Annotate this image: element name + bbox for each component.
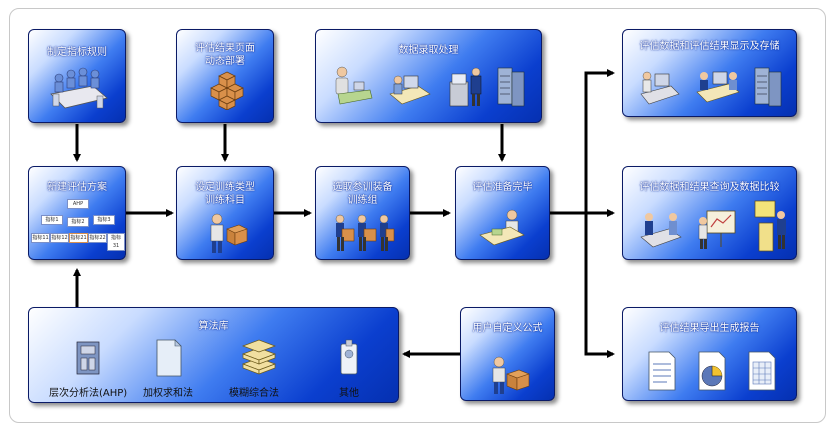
person-with-package-icon <box>492 356 530 394</box>
server-rack-icon <box>497 67 525 107</box>
arrow-to-report <box>584 213 615 358</box>
box-rules: 制定指标规则 <box>28 29 126 123</box>
person-with-box-icon <box>210 213 248 253</box>
podium-speaker-icon <box>754 200 786 252</box>
box-new-plan: 新建评估方案 AHP 指标1 指标2 指标3 指标11 指标12 指标21 指标… <box>28 166 126 260</box>
box-train-type-label: 设定训练类型 训练科目 <box>195 182 255 206</box>
tree-root: AHP <box>67 199 89 209</box>
box-ready: 评估准备完毕 <box>455 166 550 260</box>
box-algo-lib-label: 算法库 <box>198 321 229 332</box>
algo-label-weighted: 加权求和法 <box>143 388 193 399</box>
document-icon <box>156 339 182 377</box>
box-query-compare-label: 评估数据和结果查询及数据比较 <box>639 182 780 193</box>
algo-label-ahp: 层次分析法(AHP) <box>49 388 128 399</box>
box-select-group: 选取参训装备 训练组 <box>315 166 410 260</box>
ahp-machine-icon <box>76 341 100 375</box>
workstation-person-icon <box>335 66 373 105</box>
box-new-plan-label: 新建评估方案 <box>47 182 107 193</box>
meeting-icon <box>50 67 108 109</box>
team-workstation-icon <box>696 71 740 103</box>
box-display-store: 评估数据和评估结果显示及存储 <box>622 29 797 117</box>
box-train-type: 设定训练类型 训练科目 <box>176 166 274 260</box>
box-ready-label: 评估准备完毕 <box>472 182 533 193</box>
presentation-board-icon <box>698 210 736 249</box>
printer-person-icon <box>449 67 482 107</box>
tree-node-l3-5: 指标31 <box>107 233 125 251</box>
chart-document-icon <box>698 351 726 391</box>
paper-stack-icon <box>242 339 276 375</box>
desk-computer-icon <box>389 75 431 105</box>
box-custom-formula-label: 用户自定义公式 <box>472 323 543 334</box>
box-rules-label: 制定指标规则 <box>47 47 107 58</box>
box-select-group-label: 选取参训装备 训练组 <box>332 182 393 206</box>
tree-node-l2-3: 指标3 <box>93 215 115 225</box>
box-data-entry-label: 数据录取处理 <box>398 45 459 56</box>
arrow-to-display <box>584 69 615 213</box>
boxes-stack-icon <box>210 71 244 110</box>
box-report: 评估结果导出生成报告 <box>622 307 797 401</box>
text-document-icon <box>648 351 676 391</box>
box-display-store-label: 评估数据和评估结果显示及存储 <box>639 41 780 52</box>
box-deploy-label: 评估结果页面 动态部署 <box>195 43 255 67</box>
spreadsheet-document-icon <box>748 351 776 391</box>
computer-user-icon <box>640 71 680 105</box>
people-carrying-boxes-icon <box>335 214 395 251</box>
tree-node-l3-2: 指标12 <box>50 233 69 243</box>
box-deploy: 评估结果页面 动态部署 <box>176 29 274 123</box>
algo-label-other: 其他 <box>339 388 359 399</box>
box-custom-formula: 用户自定义公式 <box>460 307 555 401</box>
tree-node-l2-2: 指标2 <box>67 217 89 227</box>
box-report-label: 评估结果导出生成报告 <box>659 323 760 334</box>
box-query-compare: 评估数据和结果查询及数据比较 <box>622 166 797 260</box>
tree-node-l3-1: 指标11 <box>31 233 50 243</box>
algo-label-fuzzy: 模糊综合法 <box>229 388 279 399</box>
workbench-person-icon <box>479 209 525 246</box>
tree-node-l2-1: 指标1 <box>41 215 63 225</box>
tree-node-l3-3: 指标21 <box>69 233 88 243</box>
box-algo-lib: 算法库 层次分析法(AHP) 加权求和法 模糊综合法 其他 <box>28 307 399 403</box>
analyst-desk-icon <box>640 213 682 248</box>
tree-node-l3-4: 指标22 <box>88 233 107 243</box>
box-data-entry: 数据录取处理 <box>315 29 542 123</box>
storage-server-icon <box>754 67 782 107</box>
badge-icon <box>340 339 358 375</box>
